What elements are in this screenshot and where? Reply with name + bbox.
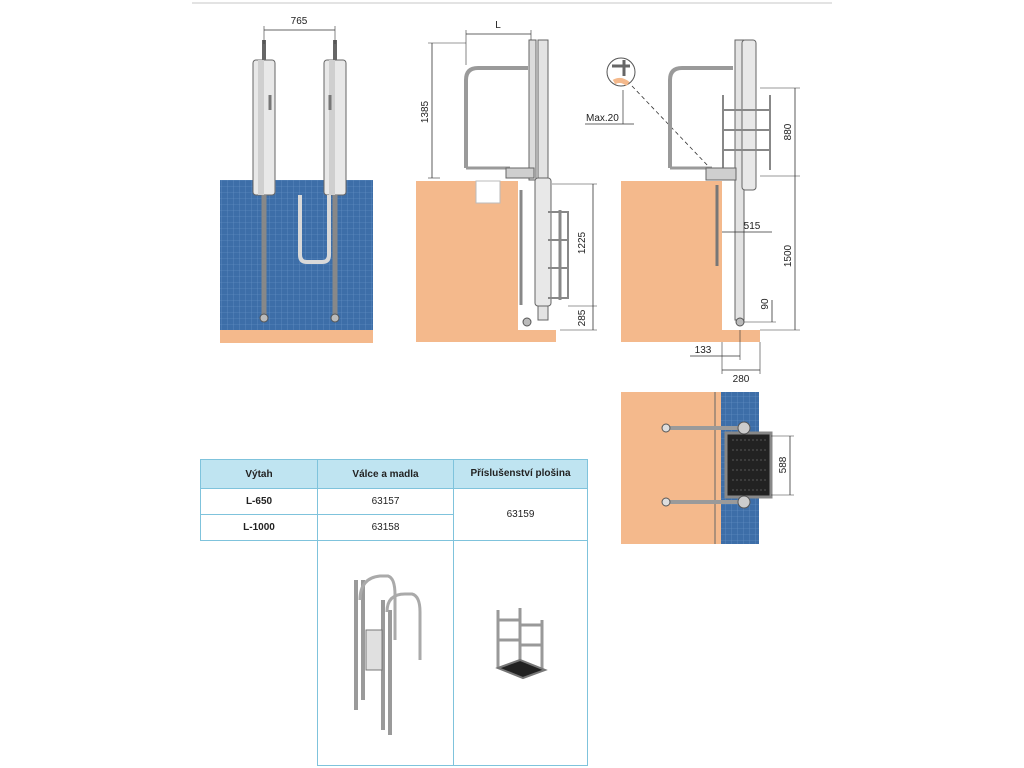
side-foot [522, 317, 532, 327]
front-view: 765 [220, 16, 373, 343]
platform [724, 431, 773, 499]
right-cylinder-shade [329, 60, 335, 195]
col-header-lift: Výtah [200, 459, 318, 489]
detail-fitting [612, 60, 630, 76]
detail-wall [612, 77, 630, 86]
dim-133: 133 [695, 345, 712, 356]
left-foot [259, 313, 269, 323]
dim-1225: 1225 [577, 231, 588, 254]
row-cylinders: 63158 [317, 514, 454, 541]
empty-cell [200, 540, 318, 766]
dim-515: 515 [744, 221, 761, 232]
mount-bracket [505, 167, 535, 179]
plan-anchor-top [661, 423, 671, 433]
plan-handrails [667, 426, 740, 504]
plan-column-top [737, 421, 751, 435]
pool-wall-block [416, 181, 518, 342]
dim-max20: Max.20 [586, 113, 619, 124]
top-rule [192, 2, 832, 4]
pool-floor-2 [518, 330, 556, 342]
plan-deck [621, 392, 721, 544]
side-view-detail: Max.20 880 1500 515 90 133 280 [585, 39, 800, 385]
col-header-cylinders: Válce a madla [317, 459, 454, 489]
cylinders-image-cell [317, 540, 454, 766]
dim-280: 280 [733, 374, 750, 385]
pool-floor [220, 330, 373, 343]
handrail-2 [668, 66, 733, 168]
side-foot-2 [735, 317, 745, 327]
dim-765: 765 [291, 16, 308, 27]
dim-588: 588 [778, 456, 789, 473]
pool-wall-block-2 [621, 181, 722, 342]
left-cylinder-shade [258, 60, 264, 195]
pool-water [220, 180, 373, 330]
dim-90: 90 [760, 298, 771, 310]
ladder-rails [519, 190, 562, 305]
handrail [464, 66, 528, 168]
plan-column-bottom [737, 495, 751, 509]
dim-L: L [495, 20, 501, 31]
ladder-steps [548, 211, 569, 299]
dim-1385: 1385 [420, 100, 431, 123]
accessory-code: 63159 [453, 488, 588, 541]
dim-880: 880 [783, 123, 794, 140]
dim-285: 285 [577, 309, 588, 326]
row-cylinders: 63157 [317, 488, 454, 515]
mount-bracket-2 [705, 167, 737, 181]
platform-grid [732, 439, 766, 491]
cylinder-side [534, 177, 552, 307]
plan-anchor-bottom [661, 497, 671, 507]
underwater-handle [298, 195, 331, 264]
raised-ladder [722, 95, 771, 170]
side-handles [268, 95, 332, 110]
row-model: L-1000 [200, 514, 318, 541]
pool-floor-3 [722, 330, 760, 342]
spec-table: Výtah Válce a madla Příslušenství plošin… [200, 459, 588, 766]
plan-view: 588 [621, 392, 794, 544]
cylinder-raised [741, 39, 757, 191]
coping-recess [475, 180, 501, 204]
column-upper [528, 39, 537, 181]
row-model: L-650 [200, 488, 318, 515]
right-foot [330, 313, 340, 323]
dim-1500: 1500 [783, 244, 794, 267]
side-view: L 1385 1225 285 [416, 20, 597, 342]
col-header-accessory: Příslušenství plošina [453, 459, 588, 489]
platform-image-cell [453, 540, 588, 766]
